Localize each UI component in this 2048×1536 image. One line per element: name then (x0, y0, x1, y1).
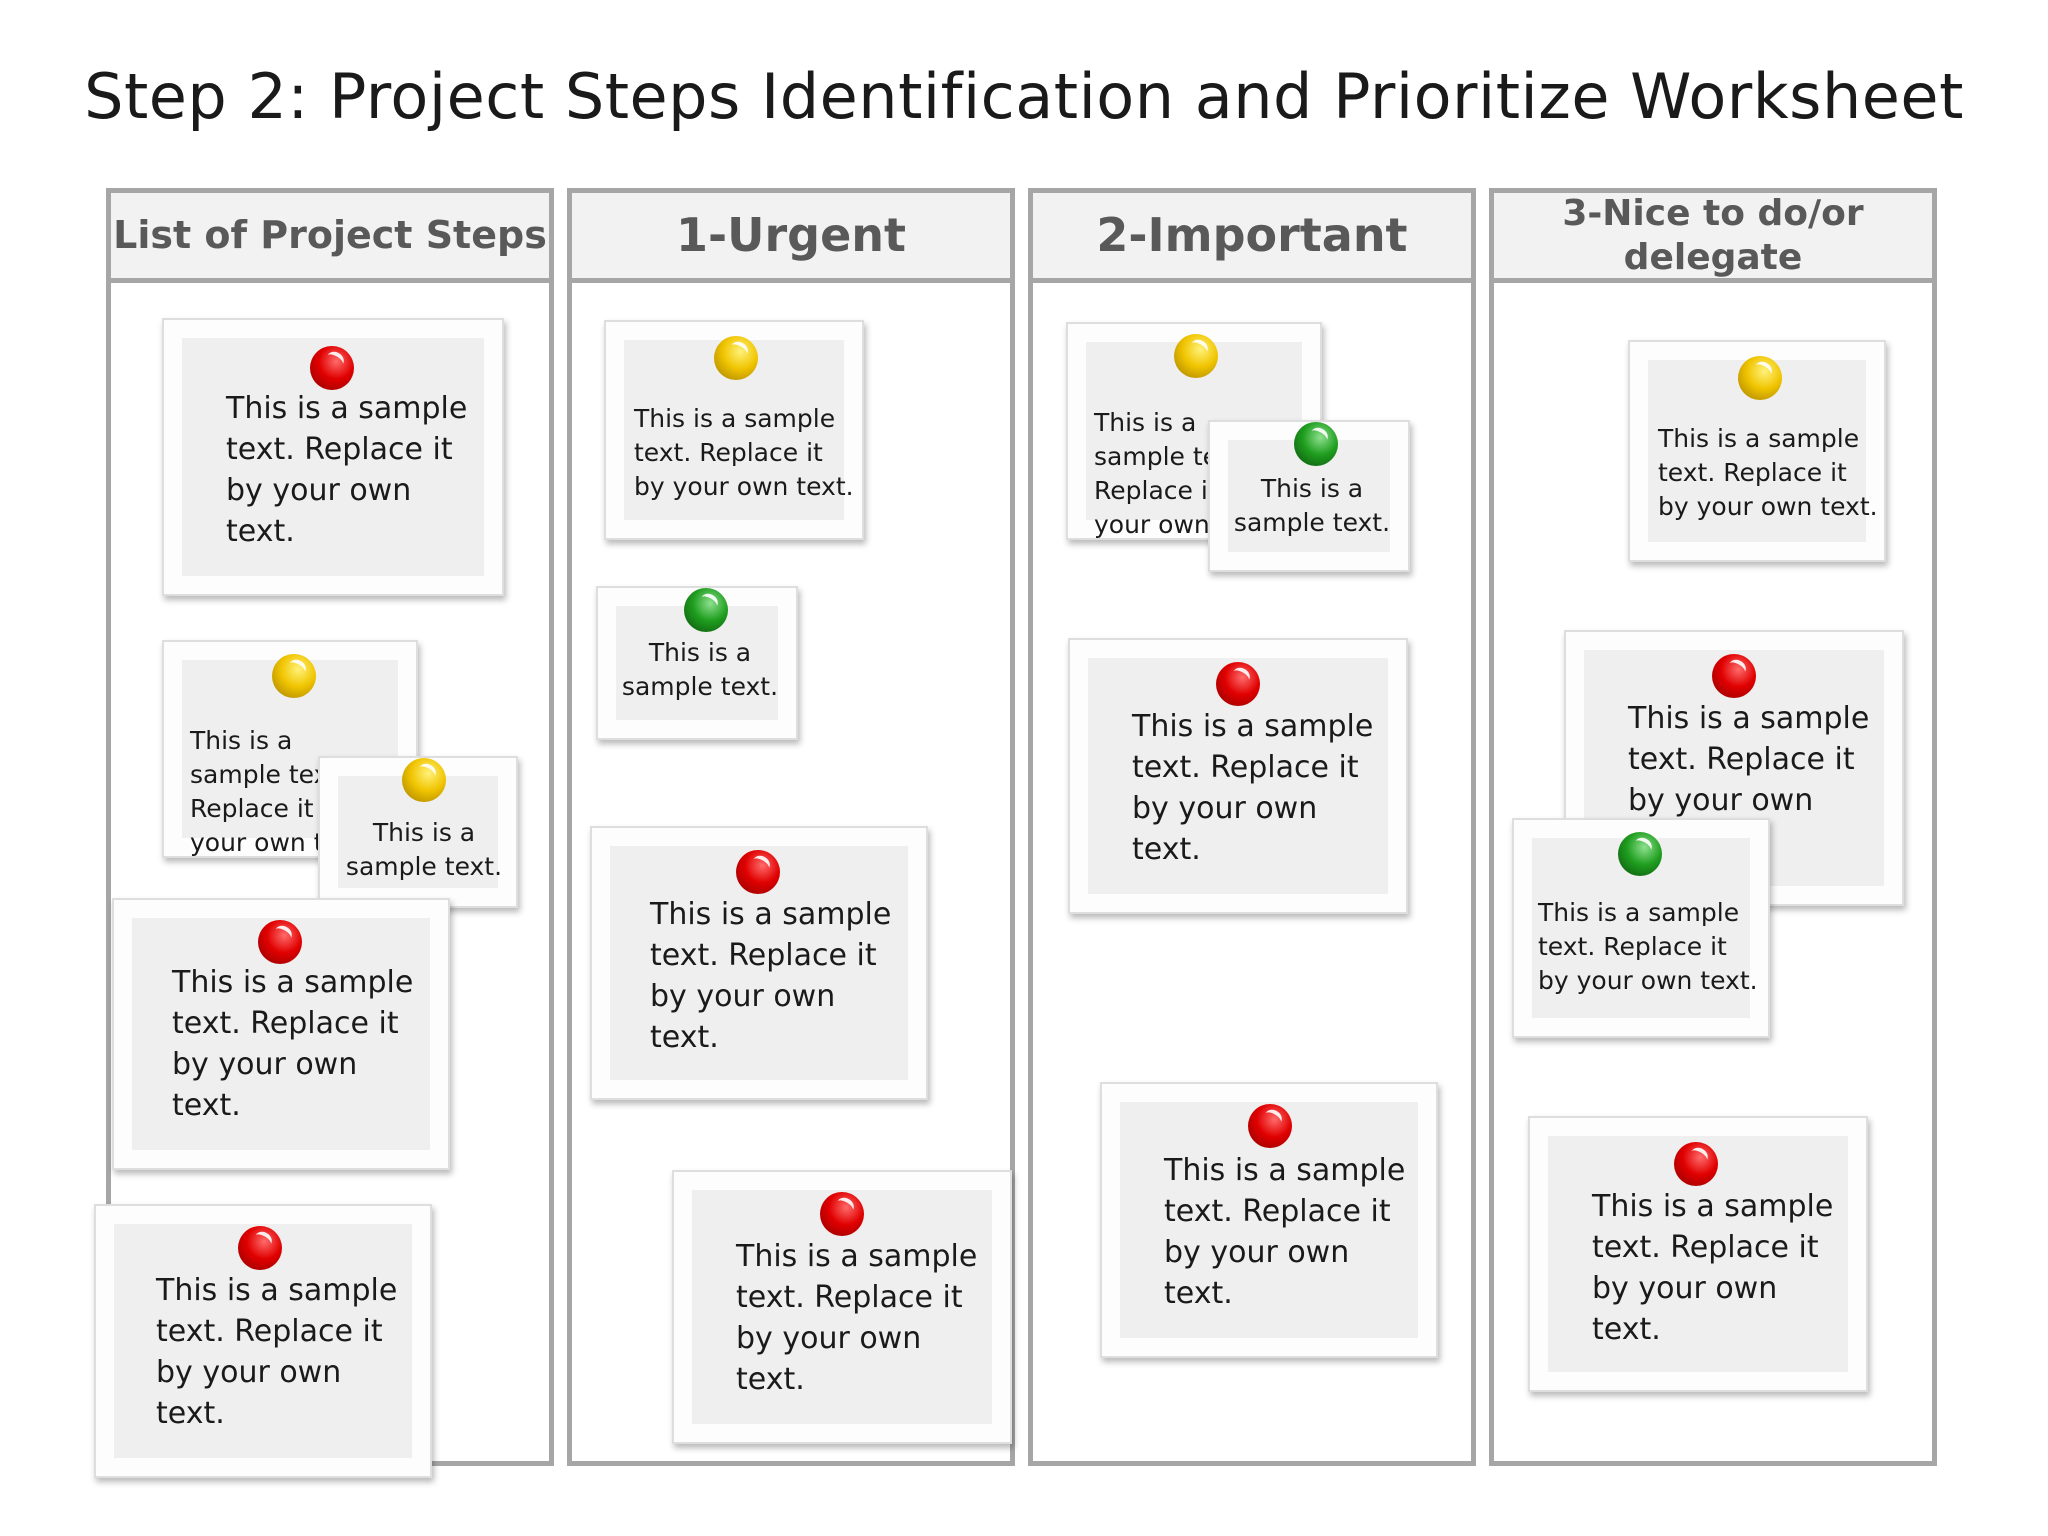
red-pushpin-icon (258, 920, 302, 964)
red-pushpin-icon (1674, 1142, 1718, 1186)
sticky-note[interactable]: This is a sample text. (318, 756, 518, 908)
note-text: This is a sample text. Replace it by you… (634, 404, 854, 501)
sticky-note[interactable]: This is a sample text. (596, 586, 798, 740)
column-header: 3-Nice to do/or delegate (1494, 193, 1932, 283)
note-text: This is a sample text. Replace it by you… (1658, 424, 1878, 521)
column-header: List of Project Steps (111, 193, 549, 283)
yellow-pushpin-icon (402, 758, 446, 802)
sticky-note[interactable]: This is a sample text. Replace it by you… (1628, 340, 1886, 562)
sticky-note[interactable]: This is a sample text. Replace it by you… (672, 1170, 1012, 1444)
note-text: This is a sample text. Replace it by you… (172, 965, 414, 1123)
yellow-pushpin-icon (1738, 356, 1782, 400)
green-pushpin-icon (1294, 422, 1338, 466)
sticky-note[interactable]: This is a sample text. Replace it by you… (1528, 1116, 1868, 1392)
red-pushpin-icon (310, 346, 354, 390)
red-pushpin-icon (820, 1192, 864, 1236)
red-pushpin-icon (1216, 662, 1260, 706)
sticky-note[interactable]: This is a sample text. Replace it by you… (1512, 818, 1770, 1038)
note-text: This is a sample text. (1233, 474, 1391, 537)
note-text: This is a sample text. Replace it by you… (226, 391, 468, 549)
sticky-note[interactable]: This is a sample text. Replace it by you… (604, 320, 864, 540)
sticky-note[interactable]: This is a sample text. Replace it by you… (94, 1204, 432, 1478)
note-text: This is a sample text. Replace it by you… (1538, 898, 1758, 995)
sticky-note[interactable]: This is a sample text. Replace it by you… (162, 640, 418, 858)
red-pushpin-icon (238, 1226, 282, 1270)
note-text: This is a sample text. Replace it by you… (1164, 1153, 1406, 1311)
note-text: This is a sample text. Replace it by you… (1628, 701, 1870, 859)
note-text: This is a sample text. (345, 818, 503, 881)
red-pushpin-icon (1712, 654, 1756, 698)
yellow-pushpin-icon (1174, 334, 1218, 378)
green-pushpin-icon (684, 588, 728, 632)
note-text: This is a sample text. Replace it by you… (650, 897, 892, 1055)
column-header: 1-Urgent (572, 193, 1010, 283)
sticky-note[interactable]: This is a sample text. (1208, 420, 1410, 572)
sticky-note[interactable]: This is a sample text. Replace it by you… (112, 898, 450, 1170)
note-text: This is a sample text. Replace it by you… (736, 1239, 978, 1397)
note-text: This is a sample text. (621, 638, 779, 701)
green-pushpin-icon (1618, 832, 1662, 876)
sticky-note[interactable]: This is a sample text. Replace it by you… (1100, 1082, 1438, 1358)
note-text: This is a sample text. Replace it by you… (156, 1273, 398, 1431)
note-text: This is a sample text. Replace it by you… (1592, 1189, 1834, 1347)
page-title: Step 2: Project Steps Identification and… (84, 60, 1964, 133)
sticky-note[interactable]: This is a sample text. Replace it by you… (162, 318, 504, 596)
yellow-pushpin-icon (714, 336, 758, 380)
yellow-pushpin-icon (272, 654, 316, 698)
red-pushpin-icon (1248, 1104, 1292, 1148)
column-header: 2-Important (1033, 193, 1471, 283)
sticky-note[interactable]: This is a sample text. Replace it by you… (1068, 638, 1408, 914)
red-pushpin-icon (736, 850, 780, 894)
sticky-note[interactable]: This is a sample text. Replace it by you… (590, 826, 928, 1100)
note-text: This is a sample text. Replace it by you… (1132, 709, 1374, 867)
